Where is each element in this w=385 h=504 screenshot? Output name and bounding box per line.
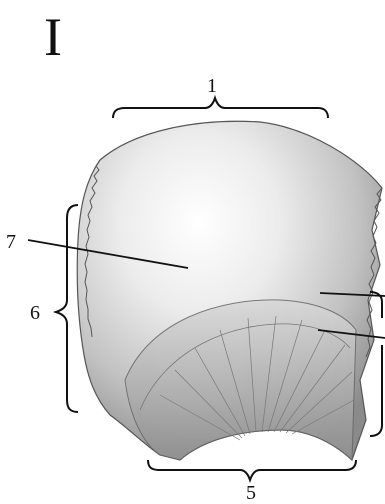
brace-1 (113, 98, 328, 118)
label-7: 7 (6, 232, 16, 252)
brace-5 (148, 460, 356, 480)
brace-right-lower (370, 345, 382, 436)
label-6: 6 (30, 303, 40, 323)
label-1: 1 (207, 76, 217, 96)
figure-title: I (44, 10, 62, 64)
label-5: 5 (246, 483, 256, 503)
brace-6 (56, 205, 78, 412)
